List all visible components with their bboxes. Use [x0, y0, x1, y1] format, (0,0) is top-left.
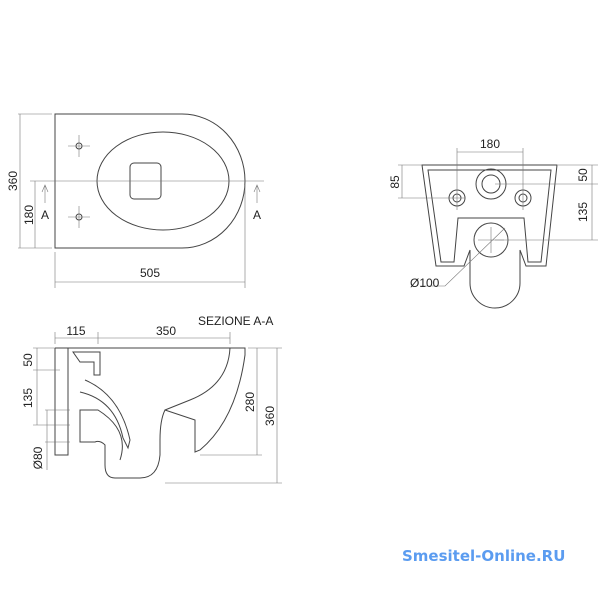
fixing-hole [68, 206, 90, 228]
section-view: SEZIONE A-A 115 350 50 135 Ø80 280 360 [21, 314, 282, 484]
front-inner [427, 169, 552, 263]
front-view: 180 85 50 135 Ø100 [388, 137, 598, 309]
top-view: 360 180 A A 505 [6, 113, 264, 288]
bowl-section-outer [55, 347, 246, 479]
dim-50: 50 [576, 168, 590, 182]
dim-360: 360 [263, 406, 277, 426]
section-mark-right: A [253, 208, 261, 222]
dim-180: 180 [22, 205, 36, 225]
dim-135: 135 [21, 388, 35, 408]
dim-85: 85 [388, 175, 402, 189]
bowl-inner [164, 347, 231, 411]
dim-lines-vert [398, 164, 598, 241]
dim-d100: Ø100 [410, 276, 440, 290]
bowl-rear [79, 379, 131, 450]
dim-180: 180 [480, 137, 500, 151]
wall-flange [54, 348, 69, 456]
dim-lines-180 [456, 148, 524, 253]
dim-lines-left [33, 347, 70, 470]
fixing-hole [68, 135, 90, 157]
dim-360: 360 [6, 171, 20, 191]
section-arrows [41, 184, 261, 203]
dim-280: 280 [243, 392, 257, 412]
dim-350: 350 [156, 324, 176, 338]
dim-50: 50 [21, 353, 35, 367]
dim-135: 135 [576, 202, 590, 222]
bowl-outline [54, 113, 246, 249]
section-mark-left: A [41, 208, 49, 222]
dim-line-width [54, 185, 246, 288]
dim-115: 115 [66, 324, 85, 338]
diameter-leader [420, 227, 506, 287]
dim-lines-right [165, 347, 282, 484]
front-outline [421, 164, 558, 309]
dim-lines-height [18, 113, 52, 249]
dim-lines-top [54, 332, 231, 344]
inlet-channel [72, 351, 101, 376]
watermark-logo: Smesitel-Online.RU [402, 547, 566, 565]
section-title: SEZIONE A-A [198, 314, 273, 328]
dim-d80: Ø80 [31, 446, 45, 469]
dim-505: 505 [140, 266, 160, 280]
